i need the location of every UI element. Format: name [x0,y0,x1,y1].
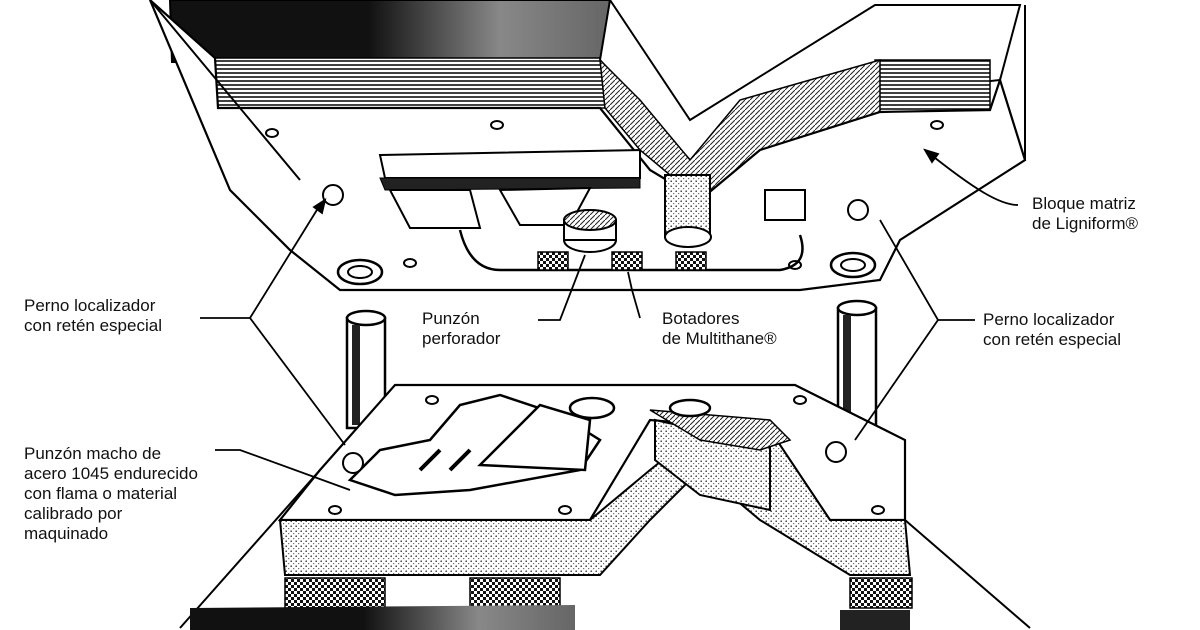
label-perno-right: Perno localizador con retén especial [983,310,1121,350]
label-punzon-macho: Punzón macho de acero 1045 endurecido co… [24,444,198,544]
label-line: Perno localizador [24,296,156,315]
label-perno-left: Perno localizador con retén especial [24,296,162,336]
label-line: de Multithane® [662,329,777,348]
label-line: Punzón [422,309,480,328]
label-line: calibrado por [24,504,123,523]
label-line: con flama o material [24,484,178,503]
leader-lines [200,148,1019,491]
label-line: perforador [422,329,501,348]
label-punzon-perforador: Punzón perforador [422,309,500,349]
lower-die-block [179,383,1031,630]
label-line: Botadores [662,309,740,328]
label-line: Perno localizador [983,310,1115,329]
label-line: maquinado [24,524,109,543]
locator-pins [345,299,878,430]
label-line: Bloque matriz [1032,194,1136,213]
label-line: con retén especial [983,330,1121,349]
label-bloque-matriz: Bloque matriz de Ligniform® [1032,194,1138,234]
label-line: acero 1045 endurecido [24,464,198,483]
upper-die-block [148,0,1027,292]
label-line: con retén especial [24,316,162,335]
label-line: de Ligniform® [1032,214,1139,233]
label-botadores: Botadores de Multithane® [662,309,777,349]
label-line: Punzón macho de [24,444,162,463]
